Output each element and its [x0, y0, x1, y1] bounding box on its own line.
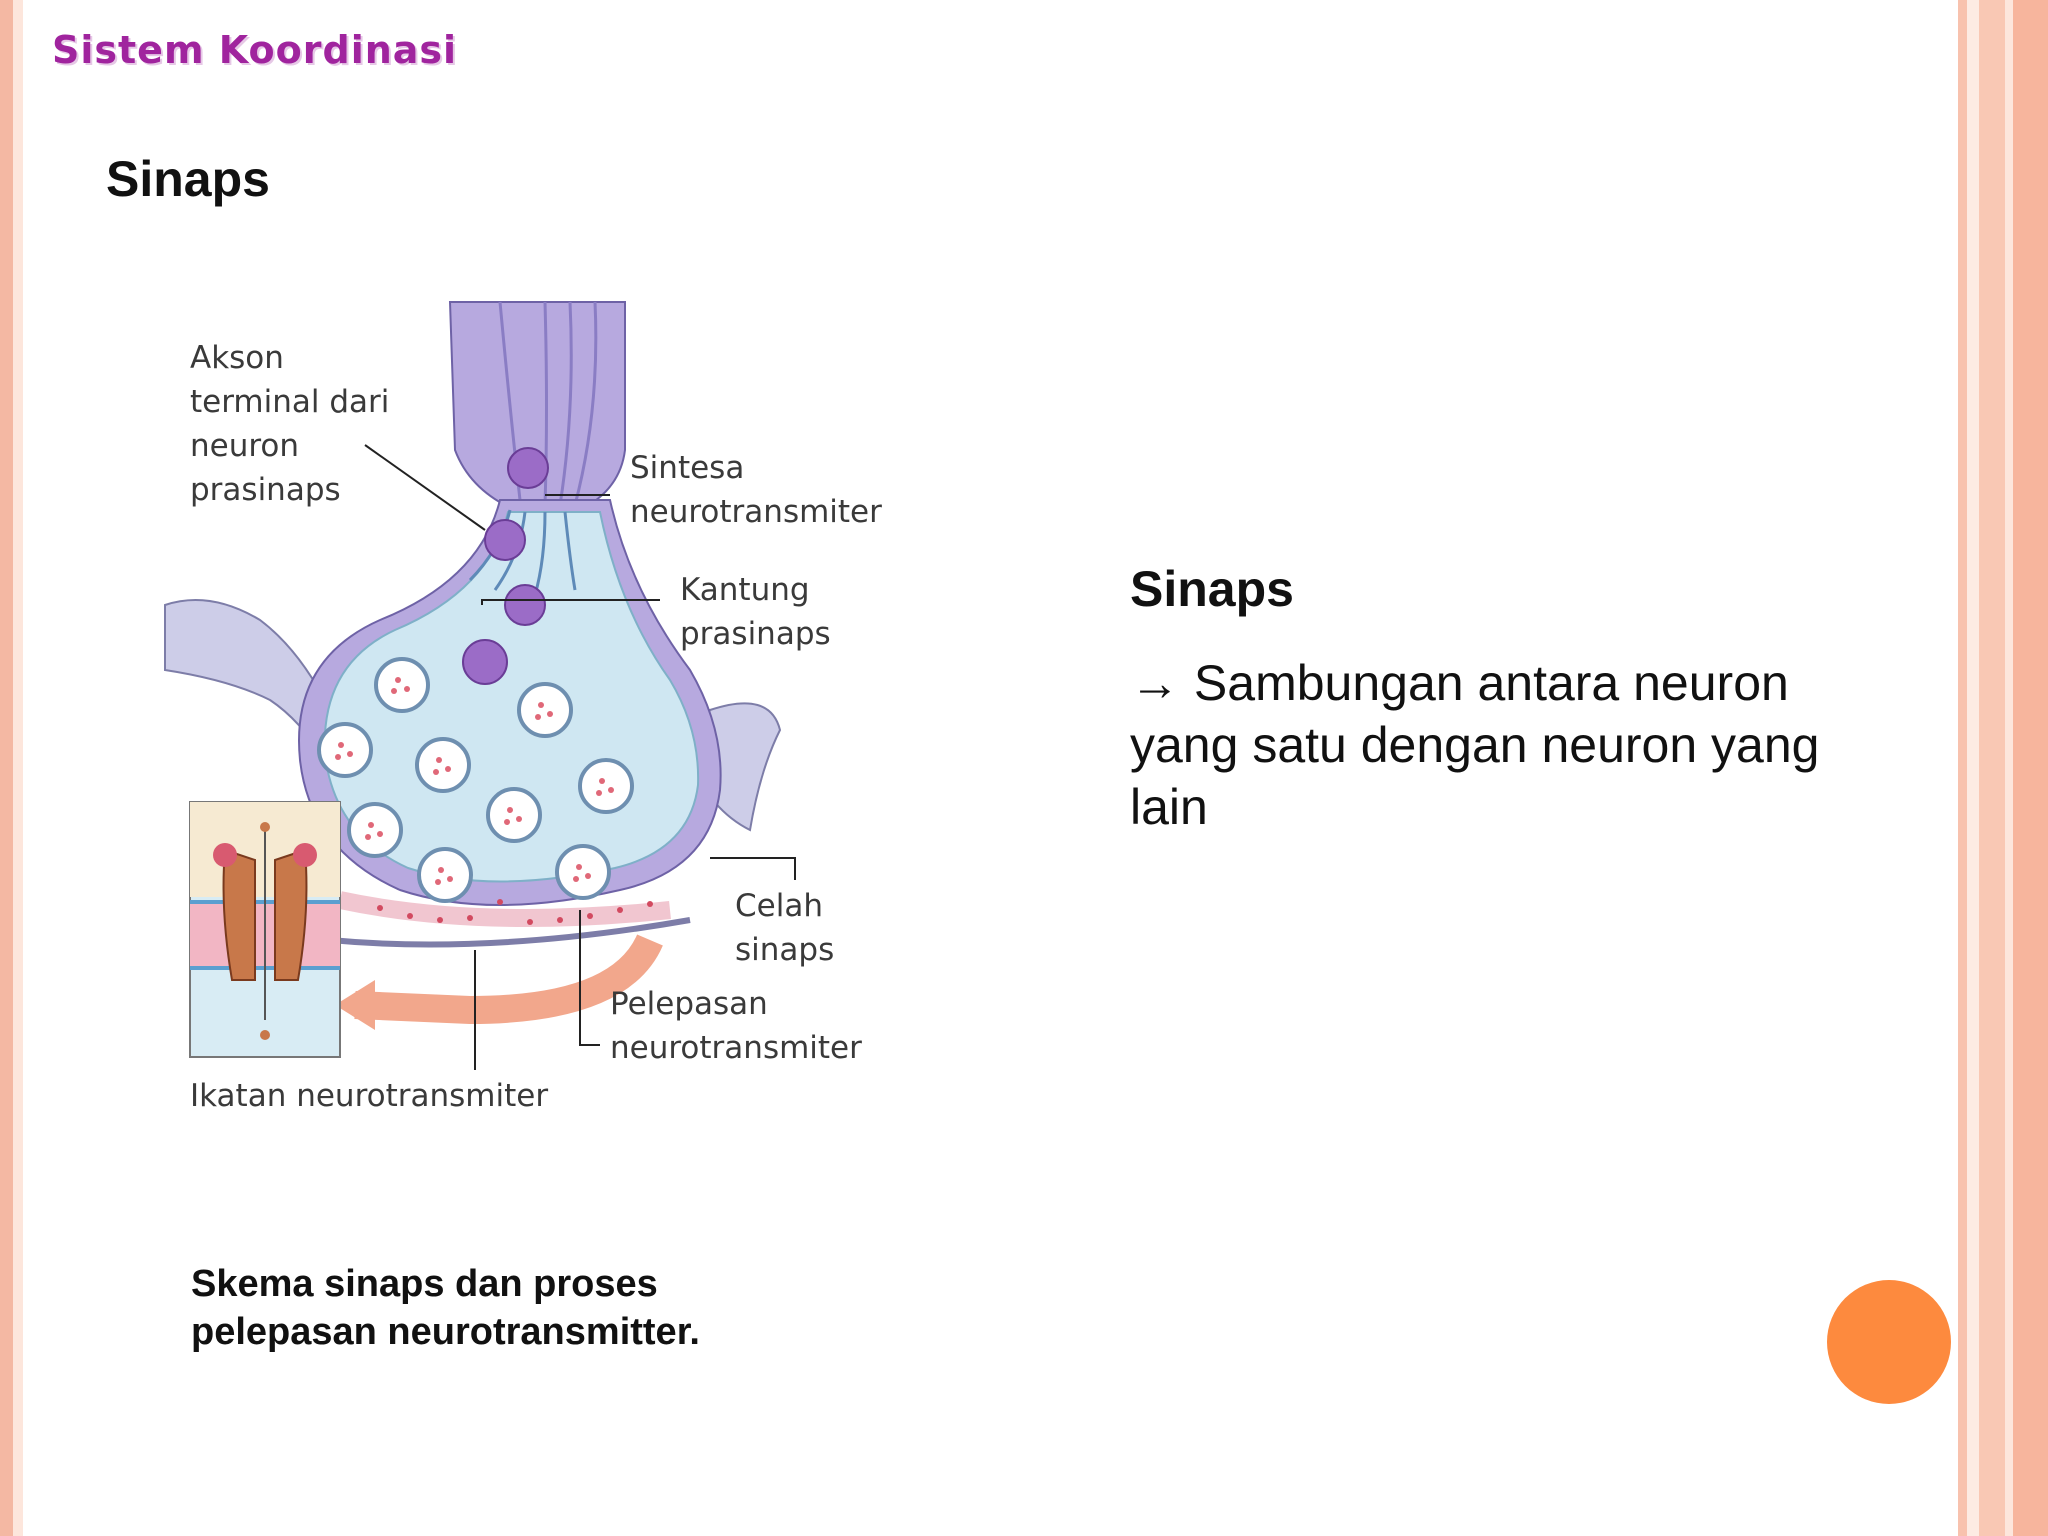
frame-stripe-left-inner	[13, 0, 23, 1536]
label-kantung: Kantung prasinaps	[680, 568, 831, 656]
label-celah-line: Celah	[735, 888, 823, 924]
figure-caption: Skema sinaps dan proses pelepasan neurot…	[191, 1263, 700, 1353]
leader-lines	[364, 444, 796, 1070]
slide-orange-circle-button[interactable]	[1827, 1280, 1951, 1404]
side-body-text: Sambungan antara neuron yang satu dengan…	[1130, 655, 1820, 835]
label-akson-line: prasinaps	[190, 472, 341, 508]
label-celah-line: sinaps	[735, 932, 835, 968]
frame-stripe-right-2	[1967, 0, 1979, 1536]
synthesis-vesicle	[462, 639, 508, 685]
label-ikatan: Ikatan neurotransmiter	[190, 1078, 549, 1114]
synaptic-vesicles	[317, 657, 634, 903]
label-akson-line: Akson	[190, 340, 284, 376]
receptor-inset	[189, 801, 341, 1058]
frame-stripe-right-4	[2005, 0, 2013, 1536]
label-akson-line: neuron	[190, 428, 300, 464]
label-pelepasan-line: neurotransmiter	[610, 1030, 862, 1066]
label-kantung-line: Kantung	[680, 572, 810, 608]
synapse-illustration	[164, 301, 796, 1070]
synthesis-vesicle	[484, 519, 526, 561]
label-akson: Akson terminal dari neuron prasinaps	[190, 336, 389, 512]
right-arrow-icon: →	[1130, 655, 1180, 711]
frame-stripe-left	[0, 0, 13, 1536]
label-pelepasan-line: Pelepasan	[610, 986, 768, 1022]
binding-arrow	[354, 933, 663, 1025]
label-sintesa-line: Sintesa	[630, 450, 745, 486]
label-sintesa-line: neurotransmiter	[630, 494, 882, 530]
frame-stripe-right-1	[1958, 0, 1967, 1536]
synthesis-vesicle	[504, 584, 546, 626]
side-body: → Sambungan antara neuron yang satu deng…	[1130, 652, 1890, 838]
label-akson-line: terminal dari	[190, 384, 390, 420]
synthesis-vesicle	[507, 447, 549, 489]
deck-title: Sistem Koordinasi	[52, 28, 458, 72]
vesicle-neurotransmitters	[335, 677, 614, 885]
label-kantung-line: prasinaps	[680, 616, 831, 652]
label-celah: Celah sinaps	[735, 884, 834, 972]
label-pelepasan: Pelepasan neurotransmiter	[610, 982, 862, 1070]
synapse-diagram: Akson terminal dari neuron prasinaps Sin…	[150, 290, 890, 1130]
frame-stripe-right-3	[1979, 0, 2005, 1536]
slide-heading: Sinaps	[106, 151, 270, 207]
label-sintesa: Sintesa neurotransmiter	[630, 446, 882, 534]
side-heading: Sinaps	[1130, 561, 1294, 617]
frame-stripe-right-5	[2013, 0, 2048, 1536]
